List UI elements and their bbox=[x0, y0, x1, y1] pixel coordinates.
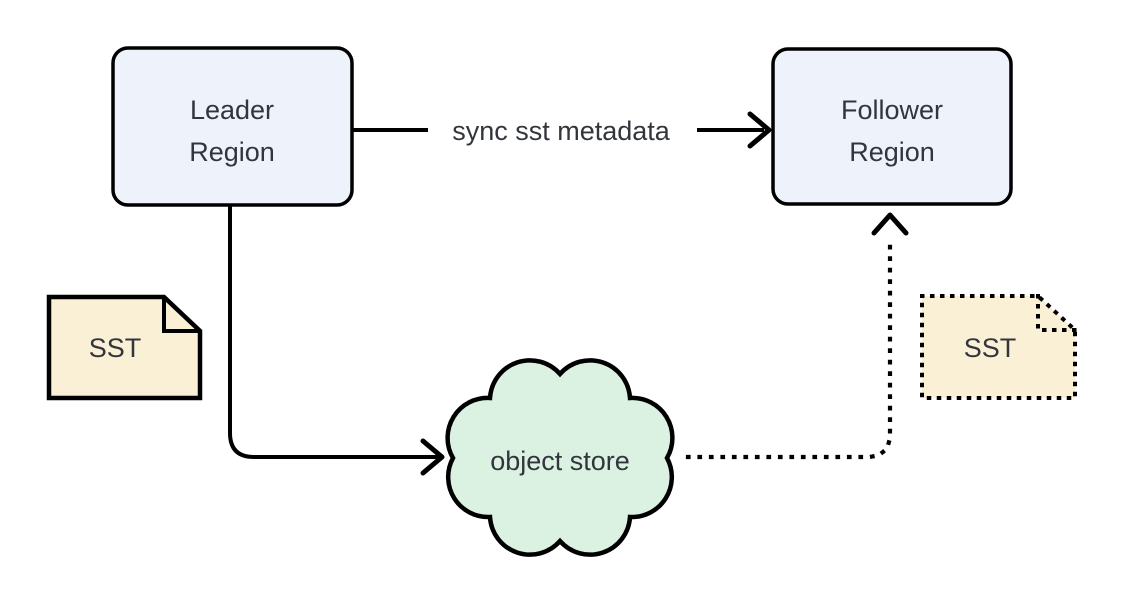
fetch-edge-dotted-line bbox=[685, 237, 893, 460]
sync-edge-label: sync sst metadata bbox=[452, 116, 671, 146]
edge-sync-metadata: sync sst metadata bbox=[352, 111, 772, 149]
node-object-store: object store bbox=[445, 358, 675, 557]
sst-leader-note-fold bbox=[162, 297, 200, 333]
edge-upload-sst bbox=[228, 205, 445, 476]
arrow-up-icon bbox=[871, 212, 909, 236]
object-store-cloud-shape bbox=[445, 358, 675, 557]
follower-region-label-line1: Follower bbox=[841, 95, 943, 125]
leader-region-label-line1: Leader bbox=[190, 95, 274, 125]
node-sst-leader: SST bbox=[46, 294, 203, 401]
sst-follower-note-shape bbox=[920, 294, 1077, 400]
follower-region-label-line2: Region bbox=[849, 137, 935, 167]
node-sst-follower: SST bbox=[920, 294, 1077, 400]
node-follower-region: Follower Region bbox=[771, 47, 1013, 206]
sst-follower-note-fold bbox=[1036, 294, 1077, 332]
upload-edge-line bbox=[228, 205, 438, 459]
leader-region-label-line2: Region bbox=[189, 137, 275, 167]
arrow-right-icon bbox=[747, 111, 772, 149]
sst-leader-label: SST bbox=[89, 333, 142, 363]
node-leader-region: Leader Region bbox=[111, 46, 354, 207]
sst-follower-label: SST bbox=[964, 333, 1017, 363]
arrow-right-icon bbox=[420, 438, 445, 476]
leader-region-box bbox=[111, 46, 354, 207]
edge-fetch-sst bbox=[685, 212, 909, 460]
object-store-label: object store bbox=[490, 446, 630, 476]
follower-region-box bbox=[771, 47, 1013, 206]
